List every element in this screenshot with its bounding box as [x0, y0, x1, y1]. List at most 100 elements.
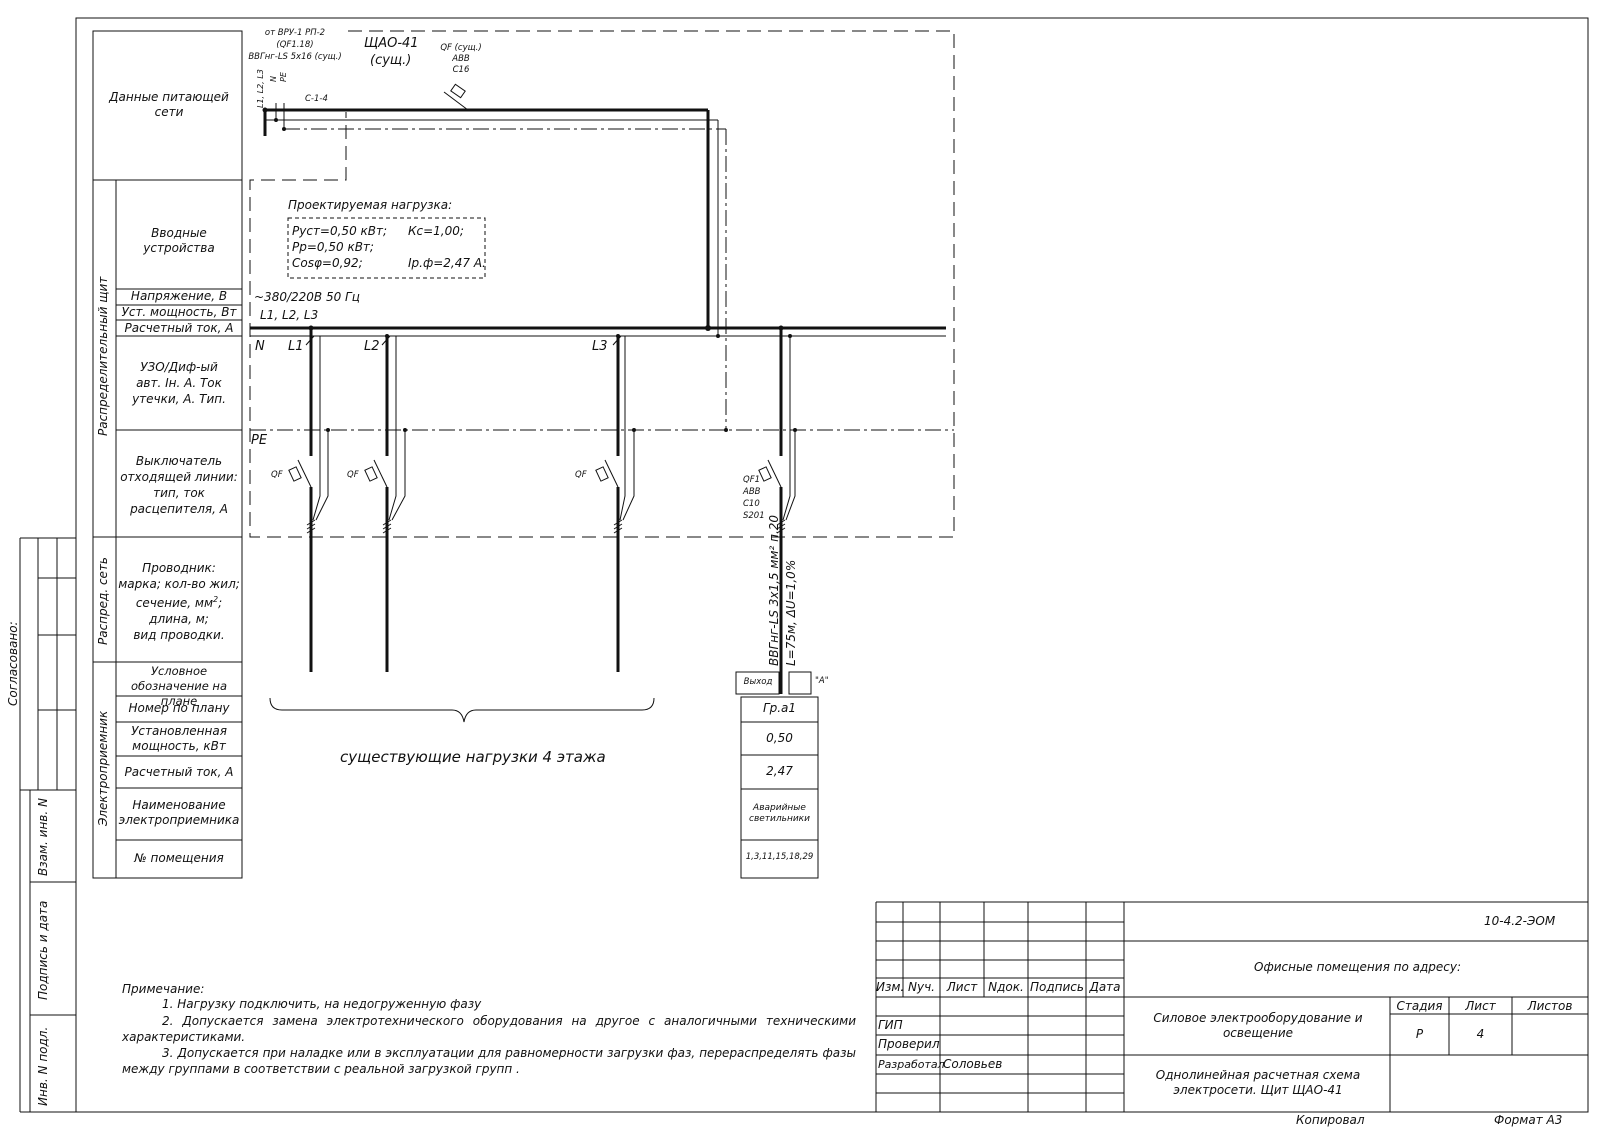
- qf1-brand: ABB: [743, 487, 761, 497]
- note-2: 2. Допускается замена электротехническог…: [122, 1014, 856, 1044]
- consumer-current: 2,47: [766, 764, 793, 778]
- stamp-razrabotal: Разработал: [878, 1058, 945, 1071]
- qf-l3-label: QF: [575, 470, 587, 480]
- row-uslovnoe: Условное обозначение на плане: [130, 664, 227, 708]
- notes-title: Примечание:: [122, 982, 205, 996]
- provodnik-line3: сечение, мм2;: [116, 592, 242, 611]
- stamp-col-podpis: Подпись: [1030, 980, 1084, 994]
- margin-podpis: Подпись и дата: [36, 900, 50, 1000]
- a-mark: "A": [815, 676, 829, 686]
- margin-soglasovano: Согласовано:: [6, 621, 20, 706]
- consumer-rooms: 1,3,11,15,18,29: [745, 852, 814, 862]
- row-ustanovlennaya: Установленная мощность, кВт: [131, 724, 227, 753]
- footer-format: Формат А3: [1494, 1113, 1563, 1127]
- group-raspred-set: Распред. сеть: [96, 556, 110, 645]
- qf1-label: QF1: [743, 475, 760, 485]
- bus-voltage: ~380/220В 50 Гц: [254, 290, 360, 304]
- bus-l1: L1: [288, 339, 304, 354]
- existing-loads-brace: [269, 697, 655, 723]
- row-vvodnye: Вводные устройства: [143, 226, 215, 255]
- row-raschetny-tok-a: Расчетный ток, А: [124, 765, 234, 779]
- row-ust-moshnost: Уст. мощность, Вт: [121, 305, 237, 319]
- new-cable-length: L=75м, ΔU=1,0%: [784, 559, 798, 666]
- stamp-proveril: Проверил: [878, 1037, 940, 1051]
- load-ip: Iр.ф=2,47 А.: [408, 256, 486, 270]
- group-raspred-shit: Распределительный щит: [96, 276, 110, 436]
- sheet-frame: [75, 17, 1589, 1113]
- row-napryazhenie: Напряжение, В: [130, 289, 228, 303]
- label-table: [92, 30, 243, 879]
- consumer-power: 0,50: [766, 731, 793, 745]
- feeder-l3: [595, 335, 635, 672]
- load-pp: Рр=0,50 кВт;: [292, 240, 374, 254]
- feeder-qf1: [758, 328, 796, 694]
- stamp-razrabotal-name: Соловьев: [943, 1057, 1003, 1071]
- load-box-frame: [287, 217, 486, 279]
- margin-inv: Инв. N подл.: [36, 1026, 50, 1106]
- margin-vzam: Взам. инв. N: [36, 798, 50, 876]
- provodnik-line4: длина, м;: [149, 612, 209, 626]
- provodnik-line1: Проводник:: [142, 561, 216, 575]
- title-block-lines: [875, 901, 1588, 1112]
- qf-in-brand: ABB: [452, 54, 470, 64]
- provodnik-line5: вид проводки.: [133, 628, 225, 642]
- row-dannye: Данные питающей сети: [109, 90, 229, 119]
- supply-cable: ВВГнг-LS 5x16 (сущ.): [248, 52, 342, 62]
- stamp-code: 10-4.2-ЭОМ: [1484, 914, 1556, 928]
- panel-outline: [249, 30, 955, 538]
- panel-name: ЩАО-41: [364, 36, 419, 51]
- qf-l2-label: QF: [347, 470, 359, 480]
- feeder-l1: [288, 328, 329, 672]
- provodnik-sup: 2: [213, 595, 219, 604]
- panel-sub: (сущ.): [370, 53, 412, 68]
- qf-l1-label: QF: [271, 470, 283, 480]
- stamp-gip: ГИП: [878, 1018, 903, 1032]
- load-pust: Руст=0,50 кВт;: [292, 224, 388, 238]
- new-cable-spec: ВВГнг-LS 3x1,5 мм² п.20: [767, 514, 781, 666]
- stamp-stadiya-val: Р: [1415, 1027, 1424, 1041]
- vyhod-label: Выход: [743, 677, 773, 687]
- qf1-rating: C10: [743, 499, 760, 509]
- stamp-list: Лист: [1465, 999, 1496, 1013]
- consumer-group: Гр.а1: [762, 701, 797, 715]
- supply-phases: L1, L2, L3: [256, 69, 265, 108]
- bus-bars: [250, 326, 946, 337]
- qf-in-rating: C16: [452, 65, 470, 75]
- row-nomer: Номер по плану: [128, 701, 230, 715]
- row-provodnik: Проводник: марка; кол-во жил; сечение, м…: [116, 560, 242, 643]
- consumer-column: [735, 671, 819, 879]
- supply-c-label: С-1-4: [305, 94, 328, 104]
- bus-pe: PE: [251, 433, 268, 448]
- provodnik-line2: марка; кол-во жил;: [118, 577, 240, 591]
- load-kc: Кс=1,00;: [408, 224, 464, 238]
- stamp-listov: Листов: [1527, 999, 1573, 1013]
- supply-pe: PE: [279, 72, 288, 82]
- stamp-col-izm: Изм.: [876, 980, 905, 994]
- stamp-col-data: Дата: [1089, 980, 1121, 994]
- bus-l3: L3: [592, 339, 608, 354]
- row-uzo: УЗО/Диф-ый авт. Iн. А. Ток утечки, А. Ти…: [132, 360, 226, 406]
- provodnik-line3-text: сечение, мм: [135, 596, 214, 610]
- row-vyklyuchatel: Выключатель отходящей линии: тип, ток ра…: [120, 454, 238, 516]
- margin-strip: [19, 537, 76, 1113]
- supply-lines: [263, 83, 719, 336]
- stamp-title2: Однолинейная расчетная схема электросети…: [1155, 1068, 1361, 1097]
- consumer-name: Аварийные светильники: [749, 803, 810, 824]
- load-cos: Cosφ=0,92;: [292, 256, 363, 270]
- qf1-model: S201: [743, 511, 765, 521]
- footer-kopiroval: Копировал: [1296, 1113, 1365, 1127]
- supply-source-qf: (QF1.18): [276, 40, 314, 50]
- provodnik-line3-semi: ;: [218, 596, 223, 610]
- note-1: 1. Нагрузку подключить, на недогруженную…: [162, 997, 482, 1011]
- stamp-col-nuch: Nуч.: [908, 980, 935, 994]
- stamp-list-val: 4: [1476, 1027, 1485, 1041]
- stamp-title1: Силовое электрооборудование и освещение: [1153, 1011, 1363, 1040]
- row-pomeshenie: № помещения: [134, 851, 224, 865]
- supply-source: от ВРУ-1 РП-2: [264, 28, 326, 38]
- stamp-stadiya: Стадия: [1396, 999, 1443, 1013]
- load-box-title: Проектируемая нагрузка:: [288, 198, 453, 212]
- qf-in-label: QF (сущ.): [440, 43, 482, 53]
- stamp-col-list: Лист: [946, 980, 978, 994]
- group-elektropriemnik: Электроприемник: [96, 710, 110, 826]
- feeder-l2: [364, 335, 406, 672]
